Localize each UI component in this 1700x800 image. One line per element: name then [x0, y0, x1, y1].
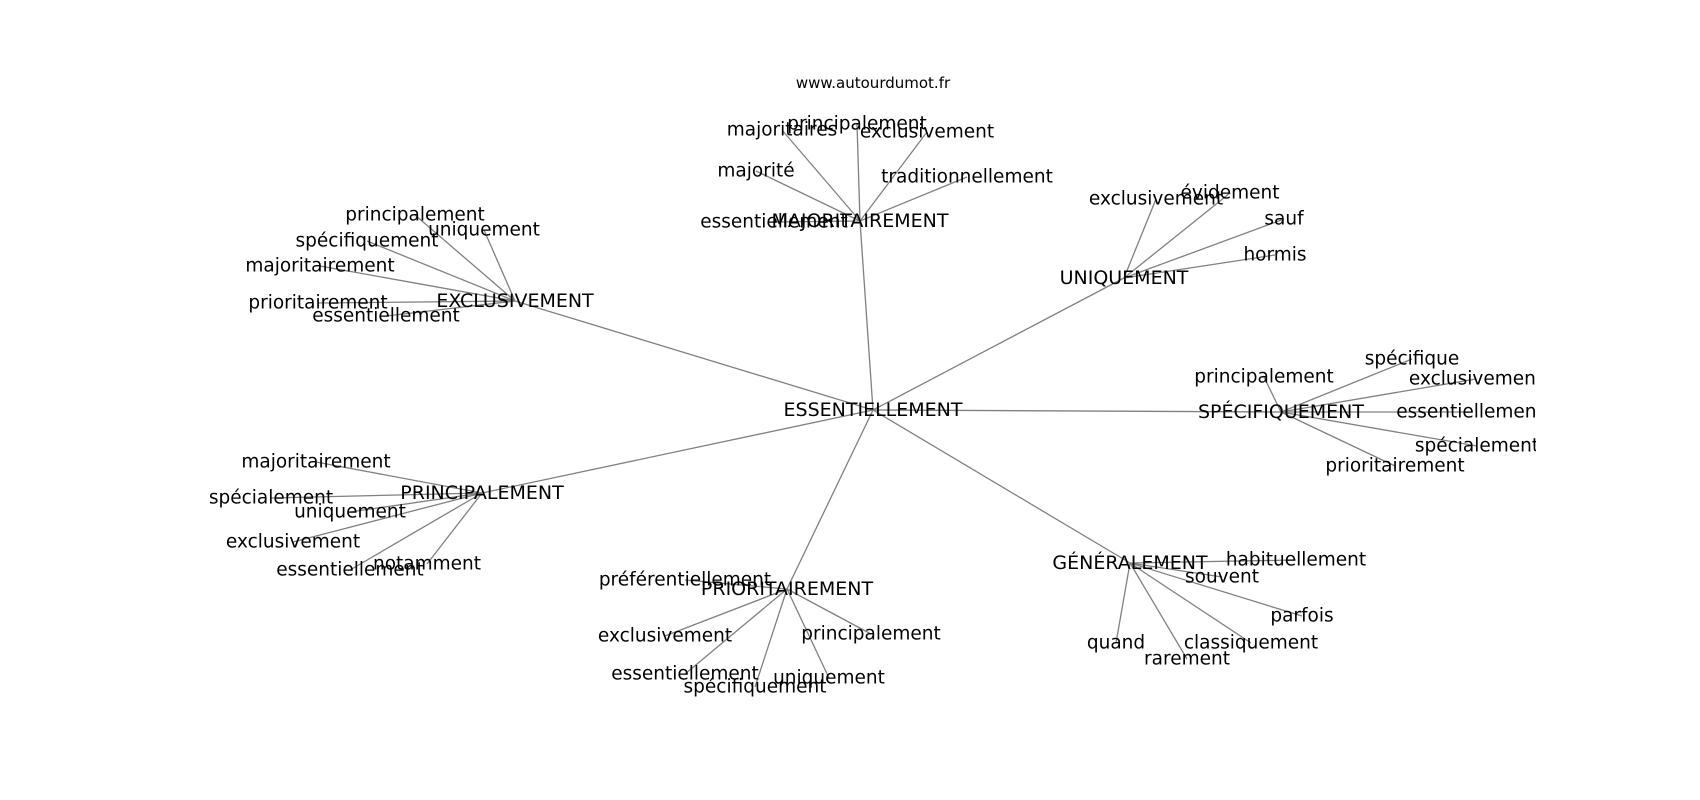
edge-center-hub — [859, 220, 874, 411]
edge-hub-leaf — [664, 588, 788, 637]
source-text: www.autourdumot.fr — [796, 74, 951, 92]
edge-hub-leaf — [385, 300, 516, 317]
leaf-node-label: quand — [1087, 633, 1145, 654]
edge-hub-leaf — [349, 492, 483, 513]
leaf-node-label: principalement — [1194, 367, 1334, 388]
leaf-node-label: spécialement — [1415, 436, 1539, 457]
edge-center-hub — [786, 409, 874, 590]
leaf-node-label: prioritairement — [248, 293, 387, 314]
leaf-node-label: principalement — [801, 624, 941, 645]
hub-node-label: GÉNÉRALEMENT — [1052, 551, 1208, 574]
leaf-node-label: évidement — [1181, 183, 1280, 204]
leaf-node-label: exclusivement — [1089, 189, 1223, 210]
edge-hub-leaf — [1115, 562, 1131, 644]
edge-hub-leaf — [1129, 562, 1303, 617]
edge-hub-leaf — [1129, 559, 1297, 564]
leaf-node-label: prioritairement — [1325, 456, 1464, 477]
center-node-label: ESSENTIELLEMENT — [784, 399, 963, 421]
edge-hub-leaf — [315, 461, 483, 494]
leaf-node-label: hormis — [1243, 245, 1306, 266]
edge-hub-leaf — [1280, 411, 1478, 447]
edge-center-hub — [481, 409, 874, 494]
edge-hub-leaf — [317, 300, 516, 304]
edge-hub-leaf — [1129, 562, 1252, 644]
leaf-node-label: spécifiquement — [296, 231, 439, 252]
edge-hub-leaf — [1123, 192, 1231, 279]
leaf-node-label: spécialement — [209, 488, 333, 509]
leaf-node-label: exclusivement — [1409, 369, 1543, 390]
edge-hub-leaf — [859, 131, 928, 222]
edge-hub-leaf — [754, 588, 788, 688]
edge-hub-leaf — [1263, 376, 1282, 413]
edge-hub-leaf — [292, 492, 483, 543]
leaf-node-label: majoritairement — [241, 452, 390, 473]
edge-hub-leaf — [270, 492, 483, 499]
leaf-node-label: principalement — [787, 114, 927, 135]
edge-hub-leaf — [856, 123, 861, 222]
edge-center-hub — [514, 300, 874, 411]
leaf-node-label: essentiellement — [312, 306, 460, 327]
leaf-node-label: parfois — [1270, 606, 1333, 627]
leaf-node-label: classiquement — [1184, 633, 1318, 654]
leaf-node-label: majoritairement — [245, 256, 394, 277]
leaf-node-label: rarement — [1144, 649, 1230, 670]
edge-hub-leaf — [1123, 198, 1157, 279]
hub-node-label: PRIORITAIREMENT — [701, 578, 874, 600]
leaf-node-label: uniquement — [428, 220, 540, 241]
edge-hub-leaf — [781, 129, 861, 222]
leaf-node-label: essentiellement — [611, 664, 759, 685]
edge-hub-leaf — [319, 265, 516, 302]
leaf-node-label: spécifiquement — [684, 677, 827, 698]
leaf-node-label: majoritaires — [727, 120, 838, 141]
edge-hub-leaf — [755, 170, 861, 222]
leaf-node-label: sauf — [1264, 209, 1304, 230]
leaf-node-label: spécifique — [1365, 349, 1460, 370]
edge-hub-leaf — [414, 214, 516, 302]
leaf-node-label: notamment — [373, 554, 481, 575]
edge-hub-leaf — [684, 588, 788, 675]
leaf-node-label: majorité — [717, 161, 794, 182]
leaf-node-label: exclusivement — [598, 626, 732, 647]
edge-hub-leaf — [684, 579, 788, 590]
edge-hub-leaf — [1123, 218, 1285, 279]
edge-hub-leaf — [349, 492, 483, 571]
leaf-node-label: uniquement — [773, 668, 885, 689]
leaf-node-label: habituellement — [1226, 550, 1366, 571]
edge-hub-leaf — [1280, 411, 1396, 467]
leaf-node-label: essentiellement — [276, 560, 424, 581]
hub-node-label: MAJORITAIREMENT — [772, 210, 949, 232]
edge-hub-leaf — [1280, 378, 1477, 413]
edge-center-hub — [872, 277, 1125, 411]
edge-hub-leaf — [859, 176, 968, 222]
leaf-node-label: exclusivement — [226, 532, 360, 553]
edge-center-hub — [872, 409, 1131, 564]
hub-node-label: EXCLUSIVEMENT — [436, 290, 594, 312]
hub-node-label: SPÉCIFIQUEMENT — [1198, 400, 1364, 423]
edge-hub-leaf — [483, 229, 516, 302]
leaf-node-label: exclusivement — [860, 122, 994, 143]
edge-hub-leaf — [1280, 358, 1413, 413]
leaf-node-label: souvent — [1185, 567, 1259, 588]
hub-node-label: UNIQUEMENT — [1060, 267, 1189, 289]
node-labels: ESSENTIELLEMENTmajoritairesprincipalemen… — [209, 114, 1544, 698]
leaf-node-label: principalement — [345, 205, 485, 226]
leaf-node-label: essentiellement — [700, 212, 848, 233]
edges — [270, 123, 1478, 688]
leaf-node-label: uniquement — [294, 502, 406, 523]
edge-hub-leaf — [786, 588, 830, 679]
edge-hub-leaf — [366, 240, 516, 302]
leaf-node-label: traditionnellement — [881, 167, 1053, 188]
edge-hub-leaf — [426, 492, 483, 565]
hub-node-label: PRINCIPALEMENT — [400, 482, 564, 504]
edge-hub-leaf — [786, 588, 872, 635]
leaf-node-label: essentiellement — [1396, 402, 1544, 423]
edge-hub-leaf — [773, 220, 861, 223]
edge-center-hub — [872, 409, 1282, 413]
edge-hub-leaf — [1129, 562, 1223, 578]
leaf-node-label: préférentiellement — [599, 570, 771, 591]
edge-hub-leaf — [1129, 562, 1188, 660]
edge-hub-leaf — [1123, 254, 1276, 279]
